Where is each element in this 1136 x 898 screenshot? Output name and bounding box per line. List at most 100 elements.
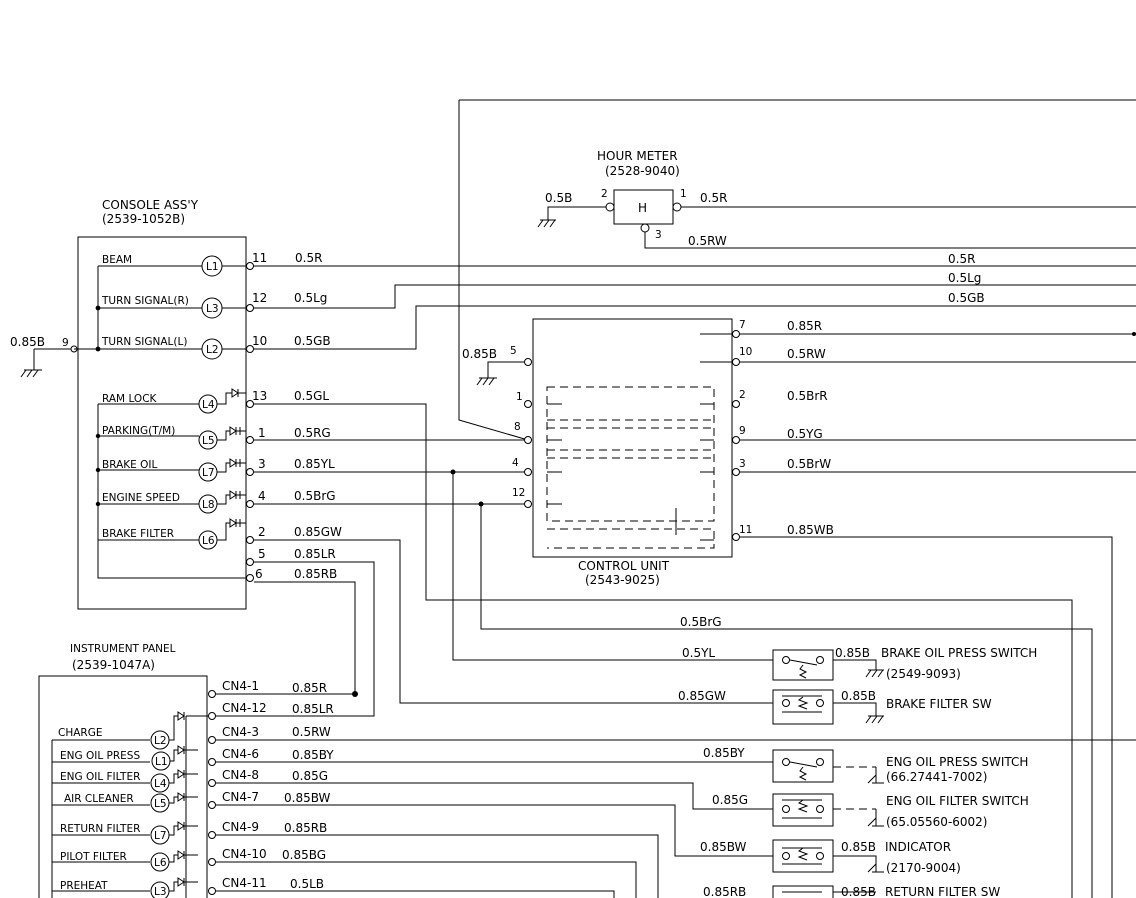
- console-label-beam: BEAM: [102, 254, 132, 266]
- hour-meter-ground-wire: 0.5B: [545, 191, 572, 205]
- console-pin-turn-r: 12: [252, 291, 267, 305]
- control-unit-ground-wire: 0.85B: [462, 347, 497, 361]
- ip-conn-6: CN4-9: [222, 820, 259, 834]
- control-unit-title: CONTROL UNIT: [578, 559, 670, 573]
- console-pin-brake-oil: 3: [258, 457, 266, 471]
- switch-eng-oil-press-name: ENG OIL PRESS SWITCH: [886, 755, 1028, 769]
- hour-meter: HOUR METER (2528-9040) H 2 1 3 0.5B 0.5R…: [537, 149, 1136, 249]
- hour-meter-pin-right: 1: [680, 188, 687, 200]
- hour-meter-symbol: H: [638, 201, 647, 215]
- console-label-brake-oil: BRAKE OIL: [102, 459, 157, 471]
- console-lamp-turn-r: L3: [206, 303, 219, 315]
- console-lamp-turn-l: L2: [206, 344, 219, 356]
- ip-label-7: PILOT FILTER: [60, 851, 127, 863]
- ip-label-8: PREHEAT: [60, 880, 108, 892]
- control-unit-box: [532, 318, 733, 558]
- switch-eng-oil-press: ENG OIL PRESS SWITCH (66.27441-7002): [772, 749, 1028, 784]
- control-unit-right-pin-7: 7: [739, 319, 746, 331]
- switch-brake-oil-press: 0.85B BRAKE OIL PRESS SWITCH (2549-9093): [772, 646, 1037, 681]
- console-part: (2539-1052B): [102, 212, 185, 226]
- ip-wire-8: 0.5LB: [290, 877, 324, 891]
- ip-wire-2: 0.5RW: [292, 725, 331, 739]
- instrument-panel-part: (2539-1047A): [72, 658, 155, 672]
- console-pin-6: 6: [255, 567, 263, 581]
- console-wire-beam: 0.5R: [295, 251, 322, 265]
- console-label-engine-speed: ENGINE SPEED: [102, 492, 180, 504]
- ip-lamp-3: L1: [155, 756, 168, 768]
- ip-conn-2: CN4-3: [222, 725, 259, 739]
- console-wire-brake-filter: 0.85GW: [294, 525, 342, 539]
- hour-meter-title: HOUR METER: [597, 149, 678, 163]
- right-label-2: 0.5GB: [948, 291, 985, 305]
- ip-label-2: CHARGE: [58, 727, 102, 739]
- console-lamp-engine-speed: L8: [202, 499, 215, 511]
- console-label-parking: PARKING(T/M): [102, 425, 175, 437]
- console-label-brake-filter: BRAKE FILTER: [102, 528, 174, 540]
- ip-conn-1: CN4-12: [222, 701, 267, 715]
- ip-lamp-5: L5: [154, 798, 167, 810]
- ip-label-4: ENG OIL FILTER: [60, 771, 140, 783]
- switch-indicator-name: INDICATOR: [885, 840, 951, 854]
- hour-meter-wire-bottom: 0.5RW: [688, 234, 727, 248]
- console-wire-6: 0.85RB: [294, 567, 337, 581]
- switch-indicator-ground: 0.85B: [841, 840, 876, 854]
- console-pin-ram-lock: 13: [252, 389, 267, 403]
- console-wire-engine-speed: 0.5BrG: [294, 489, 336, 503]
- bottom-wire-yl: 0.5YL: [682, 646, 715, 660]
- ip-lamp-7: L6: [154, 857, 167, 869]
- console-lamp-beam: L1: [206, 261, 219, 273]
- control-unit-left-pin-8: 8: [514, 421, 521, 433]
- console-title: CONSOLE ASS'Y: [102, 198, 199, 212]
- right-label-1: 0.5Lg: [948, 271, 981, 285]
- ip-wire-4: 0.85G: [292, 769, 328, 783]
- right-label-0: 0.5R: [948, 252, 975, 266]
- control-unit-right-pin-11: 11: [739, 524, 752, 536]
- console-wire-5: 0.85LR: [294, 547, 336, 561]
- ip-wire-5: 0.85BW: [284, 791, 331, 805]
- ip-conn-4: CN4-8: [222, 768, 259, 782]
- instrument-panel: INSTRUMENT PANEL (2539-1047A) CN4-1 0.85…: [38, 643, 1136, 898]
- ip-wire-6: 0.85RB: [284, 821, 327, 835]
- console-pin-5: 5: [258, 547, 266, 561]
- hour-meter-part: (2528-9040): [605, 164, 680, 178]
- ip-wire-1: 0.85LR: [292, 702, 334, 716]
- switch-brake-oil-name: BRAKE OIL PRESS SWITCH: [881, 646, 1037, 660]
- console-label-ram-lock: RAM LOCK: [102, 393, 158, 405]
- console-assy: CONSOLE ASS'Y (2539-1052B) 0.85B 9 BEAM …: [10, 198, 1136, 898]
- ip-conn-5: CN4-7: [222, 790, 259, 804]
- control-unit-right-pin-10: 10: [739, 346, 752, 358]
- bottom-wire-brg: 0.5BrG: [680, 615, 722, 629]
- control-unit-wire-7: 0.85R: [787, 319, 822, 333]
- bottom-wire-gw: 0.85GW: [678, 689, 726, 703]
- console-pin-turn-l: 10: [252, 334, 267, 348]
- console-wire-brake-oil: 0.85YL: [294, 457, 335, 471]
- hour-meter-pin-left: 2: [601, 188, 608, 200]
- console-lamp-parking: L5: [202, 435, 215, 447]
- switch-indicator: 0.85B INDICATOR (2170-9004): [772, 839, 961, 875]
- control-unit-left-pin-12: 12: [512, 487, 525, 499]
- console-pin-parking: 1: [258, 426, 266, 440]
- control-unit-wire-2: 0.5BrR: [787, 389, 828, 403]
- control-unit-wire-10: 0.5RW: [787, 347, 826, 361]
- ip-lamp-4: L4: [154, 778, 167, 790]
- console-wire-ram-lock: 0.5GL: [294, 389, 329, 403]
- console-wire-parking: 0.5RG: [294, 426, 331, 440]
- control-unit-part: (2543-9025): [585, 573, 660, 587]
- console-lamp-brake-filter: L6: [202, 535, 215, 547]
- switch-brake-filter: 0.85B BRAKE FILTER SW: [772, 689, 992, 725]
- bottom-wire-by: 0.85BY: [703, 746, 745, 760]
- console-pin-brake-filter: 2: [258, 525, 266, 539]
- ip-wire-7: 0.85BG: [282, 848, 326, 862]
- ip-label-6: RETURN FILTER: [60, 823, 140, 835]
- ip-label-3: ENG OIL PRESS: [60, 750, 140, 762]
- console-label-turn-l: TURN SIGNAL(L): [101, 336, 187, 348]
- ip-lamp-8: L3: [154, 886, 167, 898]
- console-wire-turn-l: 0.5GB: [294, 334, 331, 348]
- console-lamp-brake-oil: L7: [202, 467, 215, 479]
- ip-conn-8: CN4-11: [222, 876, 267, 890]
- console-label-turn-r: TURN SIGNAL(R): [101, 295, 189, 307]
- control-unit-right-pin-3: 3: [739, 458, 746, 470]
- control-unit-right-pin-2: 2: [739, 389, 746, 401]
- bottom-wire-rb: 0.85RB: [703, 885, 746, 898]
